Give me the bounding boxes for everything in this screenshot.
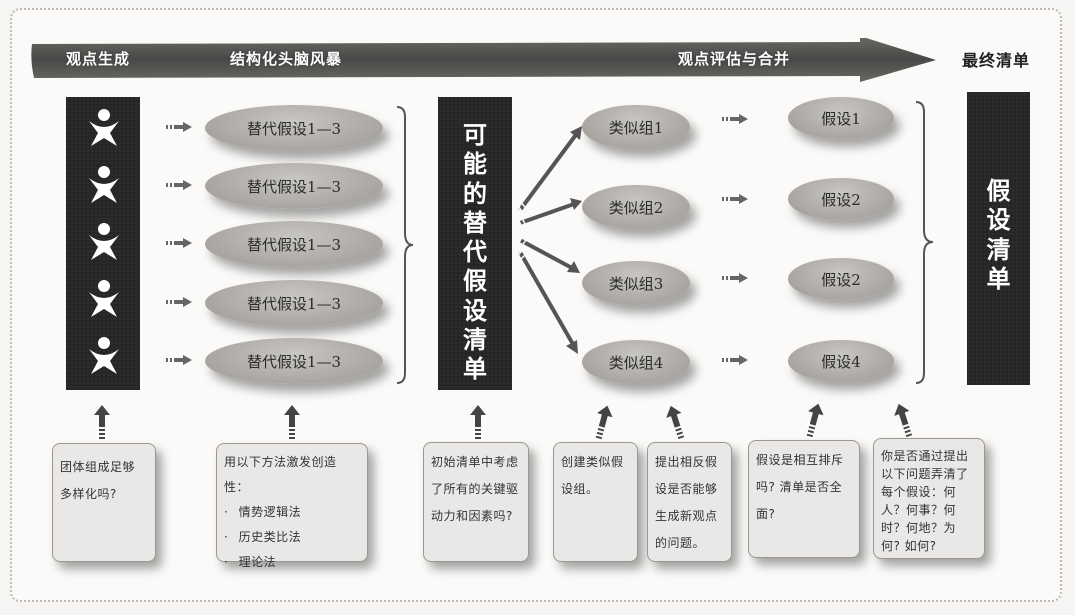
dashed-arrow-icon bbox=[166, 180, 192, 190]
callout-clarify-questions: 你是否通过提出 以下问题弄清了 每个假设：何 人？何事？何 时？何地？为 何? … bbox=[873, 438, 985, 559]
hypothesis-ellipse: 假设1 bbox=[788, 97, 894, 139]
person-icon bbox=[89, 337, 119, 374]
up-arrow-icon bbox=[894, 403, 913, 438]
up-arrow-icon bbox=[595, 405, 613, 440]
dashed-arrow-icon bbox=[166, 297, 192, 307]
alternative-hypothesis-ellipse: 替代假设1—3 bbox=[205, 338, 383, 384]
callout-line: 设组。 bbox=[561, 482, 599, 496]
up-arrow-icon bbox=[284, 405, 300, 439]
callout-create-groups: 创建类似假 设组。 bbox=[553, 442, 638, 562]
alternative-hypothesis-ellipse: 替代假设1—3 bbox=[205, 221, 383, 267]
callout-title: 用以下方法激发创造性： bbox=[224, 455, 337, 494]
alternative-hypothesis-ellipse: 替代假设1—3 bbox=[205, 280, 383, 326]
callout-group-diversity: 团体组成足够 多样化吗? bbox=[52, 443, 156, 562]
similar-group-ellipse: 类似组3 bbox=[582, 261, 690, 305]
callout-line: 团体组成足够 bbox=[60, 460, 136, 474]
fan-arrows bbox=[516, 126, 582, 354]
alternative-hypothesis-ellipse: 替代假设1—3 bbox=[205, 105, 383, 151]
callout-line: 面? bbox=[756, 507, 776, 521]
callout-line: 了所有的关键驱 bbox=[431, 482, 519, 496]
up-arrow-icon bbox=[806, 403, 824, 438]
hypothesis-ellipse: 假设4 bbox=[788, 340, 894, 382]
dashed-arrow-icon bbox=[166, 122, 192, 132]
callout-line: 以下问题弄清了 bbox=[881, 467, 969, 481]
stage-label-evaluation-merge: 观点评估与合并 bbox=[678, 50, 791, 68]
stage-label-idea-generation: 观点生成 bbox=[66, 50, 131, 68]
up-arrow-icon bbox=[666, 405, 685, 440]
person-icon bbox=[89, 166, 119, 203]
stage-label-structured-brainstorm: 结构化头脑风暴 bbox=[230, 50, 343, 68]
callout-line: 动力和因素吗? bbox=[431, 509, 513, 523]
candidate-list-title: 可能的替代假设清单 bbox=[463, 121, 487, 384]
alternative-hypothesis-ellipse: 替代假设1—3 bbox=[205, 163, 383, 209]
callout-line: 吗? 清单是否全 bbox=[756, 480, 843, 494]
callout-line: 提出相反假 bbox=[655, 455, 718, 469]
callout-line: 每个假设：何 bbox=[881, 485, 957, 499]
callout-key-drivers: 初始清单中考虑 了所有的关键驱 动力和因素吗? bbox=[423, 442, 529, 562]
method-item: 历史类比法 bbox=[224, 525, 360, 550]
dashed-arrow-icon bbox=[166, 355, 192, 365]
dashed-arrow-icon bbox=[722, 273, 748, 283]
stage-label-final-list: 最终清单 bbox=[962, 51, 1031, 70]
callout-line: 多样化吗? bbox=[60, 487, 117, 501]
brace-icon bbox=[915, 101, 934, 384]
method-item: 理论法 bbox=[224, 550, 360, 575]
callout-line: 设是否能够 bbox=[655, 482, 718, 496]
callout-line: 假设是相互排斥 bbox=[756, 453, 844, 467]
banner-arrow-icon bbox=[31, 38, 936, 82]
callout-line: 初始清单中考虑 bbox=[431, 455, 519, 469]
callout-line: 生成新观点 bbox=[655, 509, 718, 523]
callout-line: 你是否通过提出 bbox=[881, 449, 969, 463]
dashed-arrow-icon bbox=[166, 238, 192, 248]
candidate-list-box: 可能的替代假设清单 bbox=[438, 97, 512, 390]
callout-line: 何? 如何? bbox=[881, 539, 937, 553]
hypothesis-ellipse: 假设2 bbox=[788, 178, 894, 220]
process-banner-arrow bbox=[30, 38, 936, 82]
hypothesis-ellipse: 假设2 bbox=[788, 258, 894, 300]
up-arrow-icon bbox=[470, 405, 486, 439]
person-icon bbox=[89, 223, 119, 260]
similar-group-ellipse: 类似组4 bbox=[582, 340, 690, 384]
final-list-box: 假设清单 bbox=[967, 92, 1030, 385]
dashed-arrow-icon bbox=[722, 114, 748, 124]
method-item: 情势逻辑法 bbox=[224, 500, 360, 525]
callout-line: 的问题。 bbox=[655, 536, 706, 550]
dashed-arrow-icon bbox=[722, 355, 748, 365]
person-icon bbox=[89, 280, 119, 317]
callout-contrary-hypotheses: 提出相反假 设是否能够 生成新观点 的问题。 bbox=[647, 442, 732, 562]
similar-group-ellipse: 类似组2 bbox=[582, 185, 690, 229]
similar-group-ellipse: 类似组1 bbox=[582, 105, 690, 149]
callout-creativity-methods: 用以下方法激发创造性： 情势逻辑法 历史类比法 理论法 bbox=[216, 443, 368, 569]
callout-line: 时？何地？为 bbox=[881, 521, 957, 535]
final-list-title: 假设清单 bbox=[986, 177, 1011, 293]
callout-line: 创建类似假 bbox=[561, 455, 624, 469]
participants-column bbox=[66, 97, 140, 390]
brace-icon bbox=[396, 106, 414, 384]
callout-mutually-exclusive: 假设是相互排斥 吗? 清单是否全 面? bbox=[748, 440, 860, 558]
callout-line: 人？何事？何 bbox=[881, 503, 957, 517]
up-arrow-icon bbox=[94, 405, 110, 439]
person-icon bbox=[89, 109, 119, 146]
dashed-arrow-icon bbox=[722, 194, 748, 204]
